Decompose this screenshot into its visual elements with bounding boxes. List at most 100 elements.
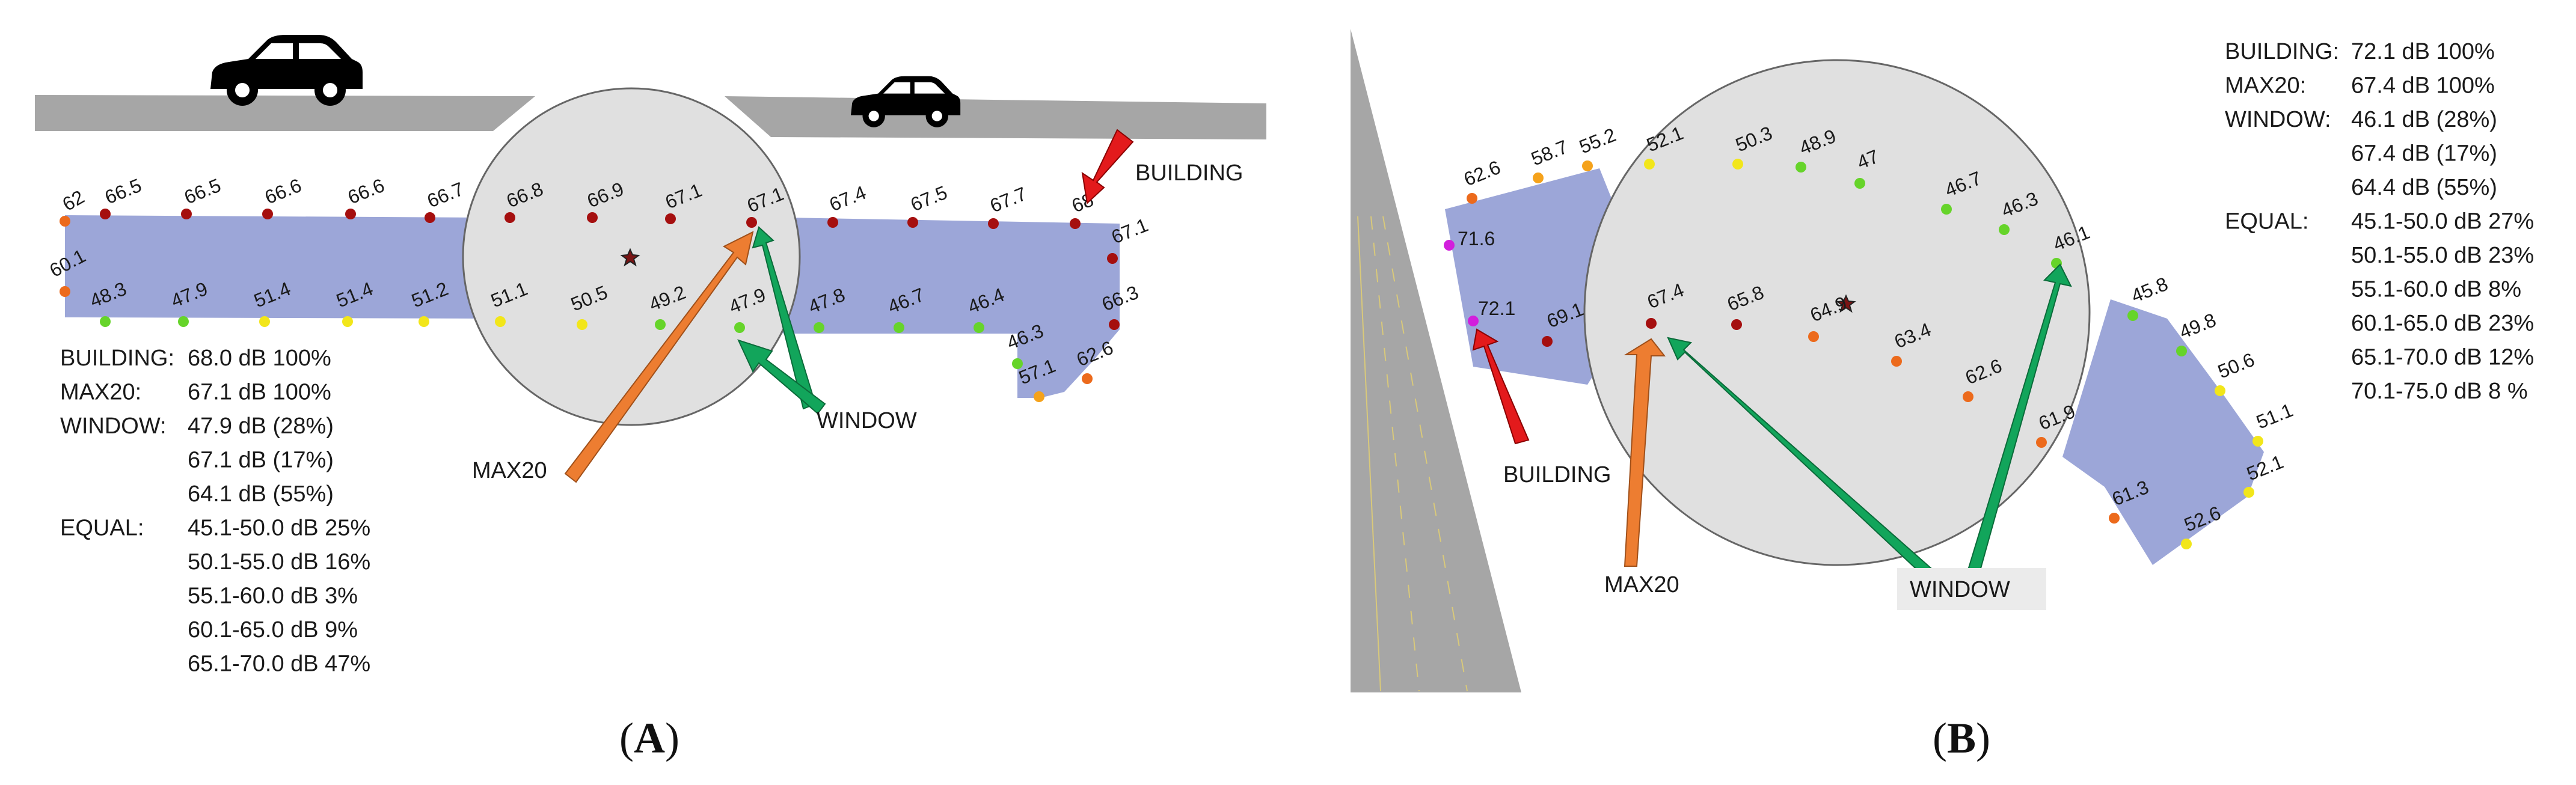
- measurement-point-dot: [814, 322, 824, 333]
- measurement-point-dot: [734, 322, 745, 333]
- measurement-point-dot: [1731, 319, 1742, 330]
- lane-marking: [1382, 216, 1468, 692]
- window-arrow: [737, 339, 826, 415]
- building-arrow: [1472, 328, 1530, 445]
- stat-value: 72.1 dB 100%: [2351, 39, 2495, 64]
- measurement-point-value: 67.7: [987, 183, 1029, 217]
- measurement-point-dot: [504, 212, 515, 223]
- measurement-point-dot: [345, 209, 356, 219]
- measurement-point-value: 67.4: [826, 182, 869, 216]
- measurement-point-dot: [1034, 391, 1044, 402]
- measurement-point-value: 67.5: [907, 182, 950, 216]
- measurement-point-dot: [342, 316, 353, 327]
- measurement-point-dot: [2243, 487, 2254, 498]
- center-star-icon: [1836, 294, 1856, 313]
- stat-value: 47.9 dB (28%): [188, 414, 334, 439]
- stat-key: BUILDING:: [60, 346, 174, 371]
- stat-value: 64.4 dB (55%): [2351, 175, 2497, 200]
- stat-value: 67.4 dB (17%): [2351, 141, 2497, 166]
- stat-value: 50.1-55.0 dB 23%: [2351, 243, 2534, 268]
- measurement-point-dot: [100, 209, 111, 219]
- measurement-point-dot: [262, 209, 273, 219]
- panel-label: (B): [1933, 714, 1990, 762]
- measurement-point-dot: [1891, 356, 1902, 367]
- measurement-point-value: 66.5: [102, 174, 144, 209]
- measurement-point-dot: [587, 212, 598, 223]
- max20-label: MAX20: [1604, 572, 1679, 597]
- measurement-point-dot: [988, 218, 999, 229]
- building-label: BUILDING: [1135, 160, 1243, 186]
- measurement-point-dot: [181, 209, 192, 219]
- window-label: WINDOW: [1910, 577, 2010, 602]
- measurement-point-dot: [419, 316, 429, 327]
- measurement-point-value: 71.6: [1458, 228, 1495, 249]
- measurement-point-dot: [1467, 193, 1477, 204]
- measurement-point-dot: [2181, 539, 2192, 549]
- measurement-point-dot: [665, 213, 676, 224]
- measurement-point-dot: [1582, 160, 1593, 171]
- measurement-point-dot: [2215, 385, 2225, 396]
- stat-value: 60.1-65.0 dB 9%: [188, 617, 358, 643]
- stat-value: 55.1-60.0 dB 3%: [188, 584, 358, 609]
- stat-value: 64.1 dB (55%): [188, 481, 334, 507]
- stat-value: 67.1 dB (17%): [188, 448, 334, 473]
- measurement-point-value: 66.7: [424, 178, 467, 212]
- stat-value: 67.1 dB 100%: [188, 380, 331, 405]
- measurement-point-dot: [60, 216, 70, 227]
- measurement-point-dot: [495, 316, 506, 327]
- measurement-point-dot: [2176, 346, 2187, 356]
- stat-value: 68.0 dB 100%: [188, 346, 331, 371]
- stat-value: 65.1-70.0 dB 12%: [2351, 345, 2534, 370]
- measurement-point-dot: [1732, 159, 1743, 170]
- measurement-point-dot: [907, 217, 918, 228]
- measurement-point-dot: [2252, 436, 2263, 447]
- stat-value: 50.1-55.0 dB 16%: [188, 549, 370, 575]
- measurement-point-dot: [1999, 224, 2010, 235]
- stat-key: WINDOW:: [60, 414, 167, 439]
- window-label-box: [1897, 568, 2046, 610]
- measurement-point-value: 66.6: [262, 174, 304, 209]
- measurement-point-dot: [1646, 318, 1657, 329]
- window-arrow: [752, 226, 817, 410]
- measurement-point-dot: [577, 319, 587, 330]
- window-label: WINDOW: [817, 408, 917, 433]
- stat-key: EQUAL:: [2225, 209, 2308, 234]
- measurement-point-value: 51.1: [2253, 399, 2296, 433]
- measurement-point-dot: [1533, 173, 1544, 183]
- measurement-point-dot: [1468, 316, 1479, 326]
- measurement-point-value: 58.7: [1528, 136, 1571, 170]
- measurement-area: [1445, 168, 1624, 385]
- road: [35, 95, 535, 131]
- measurement-point-dot: [60, 286, 70, 297]
- lane-marking: [1370, 216, 1420, 692]
- measurement-point-dot: [1808, 331, 1819, 342]
- stat-value: 46.1 dB (28%): [2351, 107, 2497, 132]
- stat-key: EQUAL:: [60, 516, 144, 541]
- measurement-point-value: 50.6: [2215, 349, 2257, 383]
- measurement-point-value: 72.1: [1478, 298, 1515, 319]
- measurement-point-dot: [894, 322, 904, 333]
- stat-key: BUILDING:: [2225, 39, 2339, 64]
- stat-value: 70.1-75.0 dB 8 %: [2351, 379, 2528, 404]
- measurement-area: [2062, 299, 2264, 565]
- max20-label: MAX20: [472, 458, 547, 483]
- result-stats: BUILDING: 68.0 dB 100% MAX20: 67.1 dB 100% W…: [60, 346, 370, 677]
- stat-key: WINDOW:: [2225, 107, 2331, 132]
- stat-value: 45.1-50.0 dB 27%: [2351, 209, 2534, 234]
- center-star-icon: [620, 248, 640, 267]
- measurement-point-dot: [2109, 513, 2120, 524]
- measurement-point-dot: [1082, 373, 1093, 384]
- stat-value: 60.1-65.0 dB 23%: [2351, 311, 2534, 336]
- car-icon: [210, 35, 363, 106]
- max20-arrow: [1624, 338, 1666, 567]
- panel-label: (A): [619, 714, 679, 762]
- measurement-point-dot: [1107, 253, 1118, 264]
- building-label: BUILDING: [1503, 462, 1611, 487]
- measurement-point-dot: [2036, 437, 2047, 448]
- stat-key: MAX20:: [60, 380, 141, 405]
- measurement-point-dot: [1109, 319, 1120, 330]
- road: [725, 96, 1266, 139]
